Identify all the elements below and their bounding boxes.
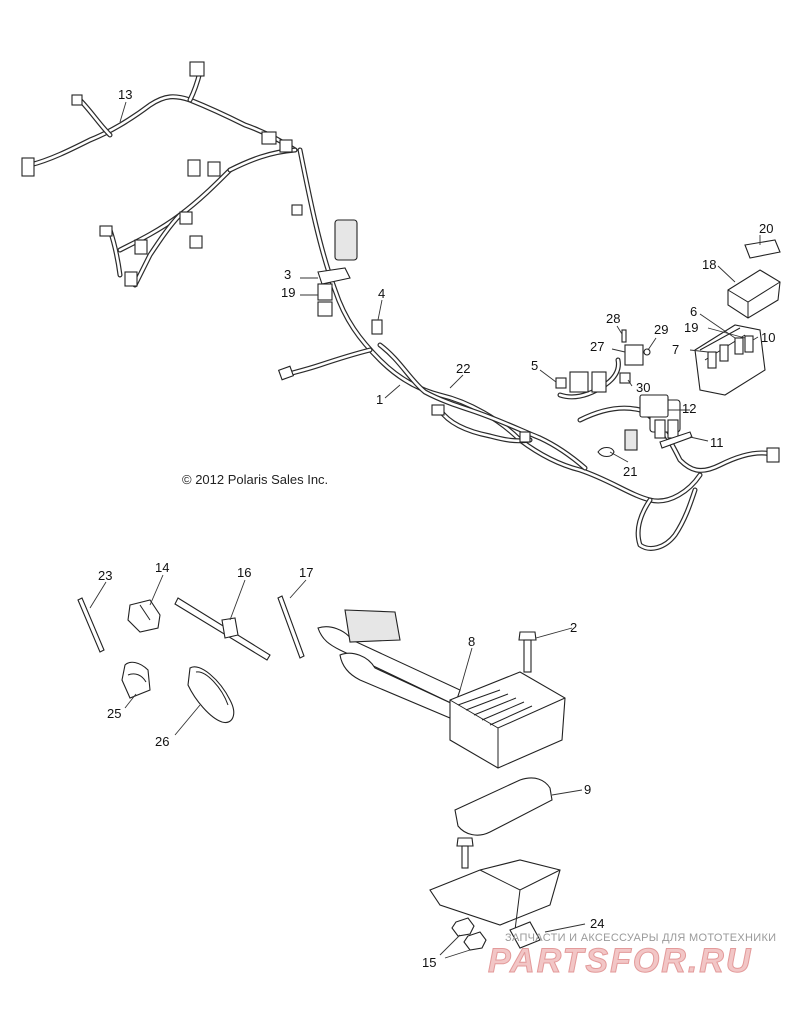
callout-3: 3 — [284, 267, 291, 282]
clamp-25 — [121, 661, 151, 699]
callout-18: 18 — [702, 257, 716, 272]
callout-6: 6 — [690, 304, 697, 319]
callout-13: 13 — [118, 87, 132, 102]
callout-26: 26 — [155, 734, 169, 749]
callout-1: 1 — [376, 392, 383, 407]
callout-10: 10 — [761, 330, 775, 345]
watermark-brand: PARTSFOR.RU — [488, 942, 752, 980]
bracket-24 — [429, 837, 561, 949]
upper-wire-harness — [21, 61, 303, 288]
callout-8: 8 — [468, 634, 475, 649]
voltage-regulator-8 — [317, 609, 566, 769]
fuse-relay-components — [317, 219, 693, 458]
callout-15: 15 — [422, 955, 436, 970]
leader-lines — [89, 101, 761, 959]
callout-11: 11 — [710, 435, 724, 450]
callout-21: 21 — [623, 464, 637, 479]
tie-strap-23 — [77, 597, 105, 653]
callout-27: 27 — [590, 339, 604, 354]
callout-12: 12 — [682, 401, 696, 416]
push-mount-tie-16 — [174, 597, 271, 661]
callout-2: 2 — [570, 620, 577, 635]
cable-tie-17 — [277, 595, 305, 659]
callout-29: 29 — [654, 322, 668, 337]
nuts-15 — [451, 917, 487, 951]
clip-14 — [127, 599, 161, 633]
callout-20: 20 — [759, 221, 773, 236]
callout-25: 25 — [107, 706, 121, 721]
mounting-plate-9 — [454, 777, 553, 836]
callout-numbers: 1 2 3 4 5 6 7 8 9 10 11 12 13 14 15 16 1… — [98, 87, 775, 970]
callout-30: 30 — [636, 380, 650, 395]
callout-17: 17 — [299, 565, 313, 580]
bolt-2 — [518, 631, 537, 673]
strap-loop-26 — [187, 666, 235, 724]
watermark-subtitle: ЗАПЧАСТИ И АКСЕССУАРЫ ДЛЯ МОТОТЕХНИКИ — [505, 932, 776, 944]
callout-22: 22 — [456, 361, 470, 376]
callout-28: 28 — [606, 311, 620, 326]
watermark: ЗАПЧАСТИ И АКСЕССУАРЫ ДЛЯ МОТОТЕХНИКИ PA… — [488, 932, 777, 981]
fuse-box — [694, 239, 781, 396]
callout-23: 23 — [98, 568, 112, 583]
callout-19-fusebox: 19 — [684, 320, 698, 335]
callout-9: 9 — [584, 782, 591, 797]
copyright-text: © 2012 Polaris Sales Inc. — [182, 472, 328, 487]
callout-14: 14 — [155, 560, 169, 575]
callout-4: 4 — [378, 286, 385, 301]
callout-24: 24 — [590, 916, 604, 931]
callout-19-upper: 19 — [281, 285, 295, 300]
callout-5: 5 — [531, 358, 538, 373]
callout-16: 16 — [237, 565, 251, 580]
callout-7: 7 — [672, 342, 679, 357]
